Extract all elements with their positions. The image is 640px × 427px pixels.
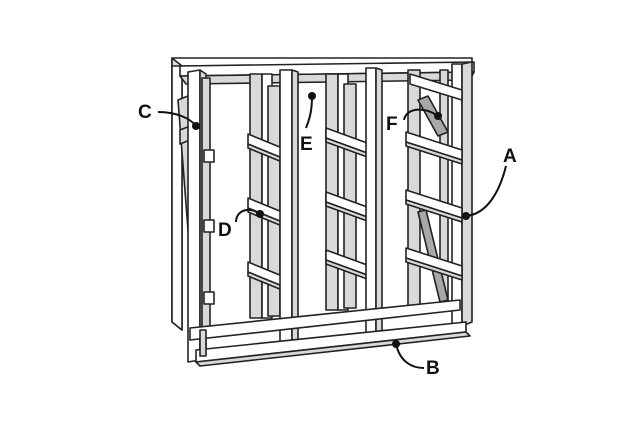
- front-upright-2: [365, 67, 383, 347]
- left-side-stubs: [203, 149, 215, 305]
- callout-label-e: E: [300, 134, 313, 155]
- callout-label-d: D: [218, 220, 232, 241]
- front-upright-1: [279, 69, 299, 351]
- callout-label-f: F: [386, 114, 398, 135]
- callout-E: E: [300, 92, 316, 155]
- callout-label-a: A: [503, 146, 517, 167]
- bottom-frame: [189, 299, 471, 367]
- right-end-frame: [405, 61, 473, 327]
- callout-label-c: C: [138, 102, 152, 123]
- callout-C: C: [138, 102, 200, 130]
- divider-2-ladder: [325, 73, 371, 311]
- callout-A: A: [462, 146, 517, 220]
- callout-label-b: B: [426, 358, 440, 379]
- callout-B: B: [392, 340, 440, 379]
- callout-F: F: [386, 108, 442, 135]
- callout-D: D: [218, 208, 264, 241]
